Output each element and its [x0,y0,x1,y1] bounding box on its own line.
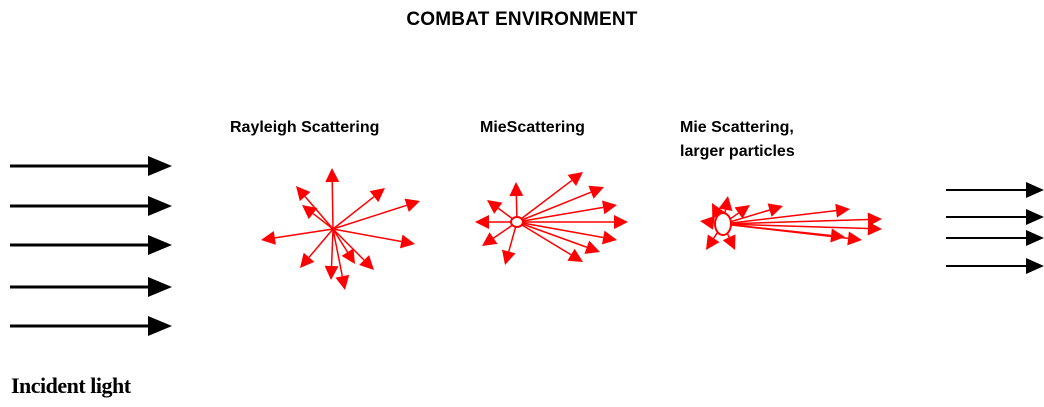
outgoing-arrow [946,230,1044,246]
rayleigh-scattering-label: Rayleigh Scattering [230,119,380,136]
outgoing-arrow [946,182,1044,198]
incident-arrows [10,156,172,336]
rayleigh-arrow [332,228,374,270]
rayleigh-arrow [332,188,385,230]
mie-large-arrow [722,223,845,243]
mie-arrow [516,200,617,223]
mie-large-scatter-arrows [700,196,882,250]
diagram-title: COMBAT ENVIRONMENT [406,9,638,30]
rayleigh-arrow [332,228,350,290]
outgoing-arrow [946,258,1044,274]
mie-scatter-arrows [475,172,628,265]
mie-arrow [517,215,628,229]
mie-larger-particles-label: Mie Scattering, larger particles [680,116,795,164]
mie-larger-particles-line1: Mie Scattering, [680,119,794,136]
incident-arrow [10,196,172,216]
mie-large-arrow [722,221,882,236]
rayleigh-arrow [302,205,334,230]
rayleigh-arrow [300,228,334,268]
mie-arrow [516,185,604,223]
mie-arrow [516,172,583,223]
rayleigh-scatter-arrows [261,168,420,290]
incident-arrow [10,277,172,297]
incident-arrow [10,235,172,255]
rayleigh-arrow [296,186,334,230]
outgoing-arrows [946,182,1044,274]
mie-large-arrow [722,203,850,225]
mie-arrow [516,221,617,245]
outgoing-arrow [946,209,1044,225]
rayleigh-arrow [332,228,355,264]
incident-arrow [10,316,172,336]
mie-scattering-label: MieScattering [480,119,585,136]
mie-large-particle [714,212,732,236]
mie-arrow [502,221,518,265]
mie-particle [510,216,524,228]
mie-arrow [516,221,600,254]
rayleigh-arrow [261,228,334,245]
incident-light-label: Incident light [11,373,131,398]
mie-larger-particles-line2: larger particles [680,143,795,160]
mie-large-arrow [722,212,882,227]
mie-arrow [509,182,524,223]
mie-arrow [516,221,583,262]
rayleigh-arrow [325,168,340,230]
incident-arrow [10,156,172,176]
rayleigh-arrow [324,228,339,280]
rayleigh-arrow [332,228,415,249]
rayleigh-arrow [332,198,420,230]
